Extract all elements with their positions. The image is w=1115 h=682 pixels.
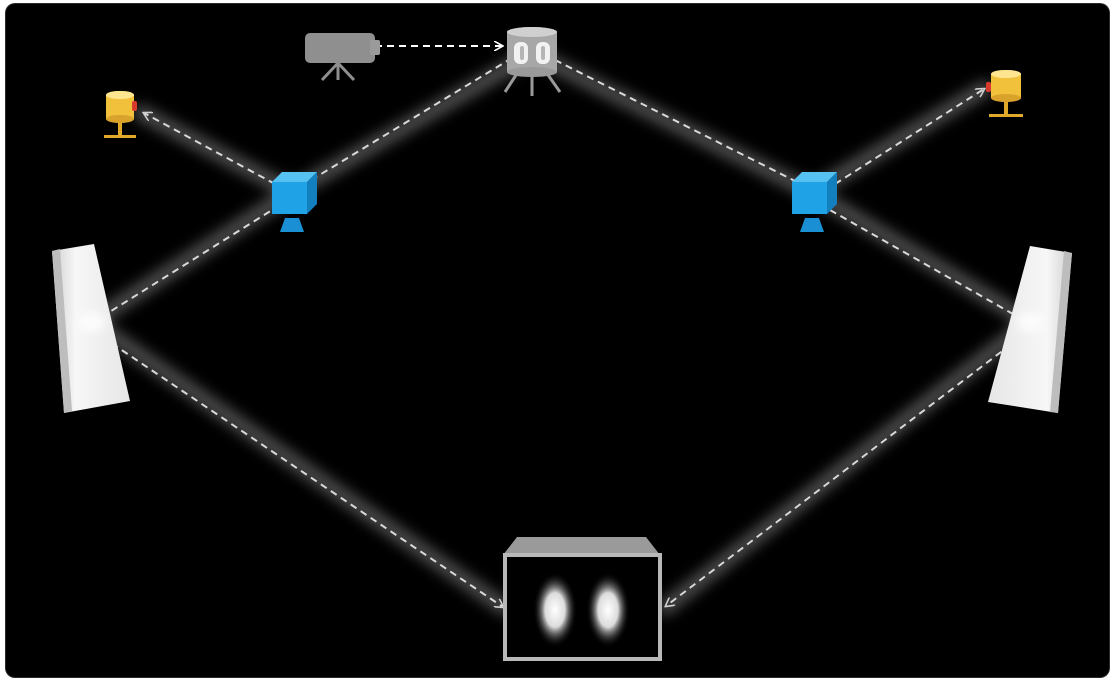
right-cube-splitter-icon	[792, 172, 837, 232]
fringe-left	[533, 572, 577, 648]
right-detector-icon	[986, 70, 1023, 117]
beam-left-mirror-to-screen	[91, 329, 503, 607]
beam-right-cube-to-detector	[834, 89, 984, 185]
beam-right-mirror-to-screen	[666, 329, 1031, 606]
left-cube-splitter-icon	[272, 172, 317, 232]
interference-screen-icon	[503, 537, 662, 661]
laser-source-icon	[305, 33, 380, 82]
fringe-right	[586, 572, 630, 648]
diagram-canvas	[6, 4, 1109, 677]
left-detector-icon	[104, 91, 137, 138]
left-mirror-icon	[52, 244, 130, 413]
beam-paths	[91, 46, 1031, 607]
beam-right-cube-to-mirror	[829, 209, 1021, 319]
beam-splitter-icon	[503, 27, 562, 96]
beam-glow-layer	[85, 48, 1037, 615]
right-mirror-icon	[988, 246, 1072, 413]
beam-left-cube-to-detector	[144, 113, 276, 185]
beam-splitter-to-left-cube	[307, 57, 513, 183]
interferometer-diagram	[52, 27, 1072, 661]
beam-splitter-to-right-cube	[554, 59, 798, 183]
